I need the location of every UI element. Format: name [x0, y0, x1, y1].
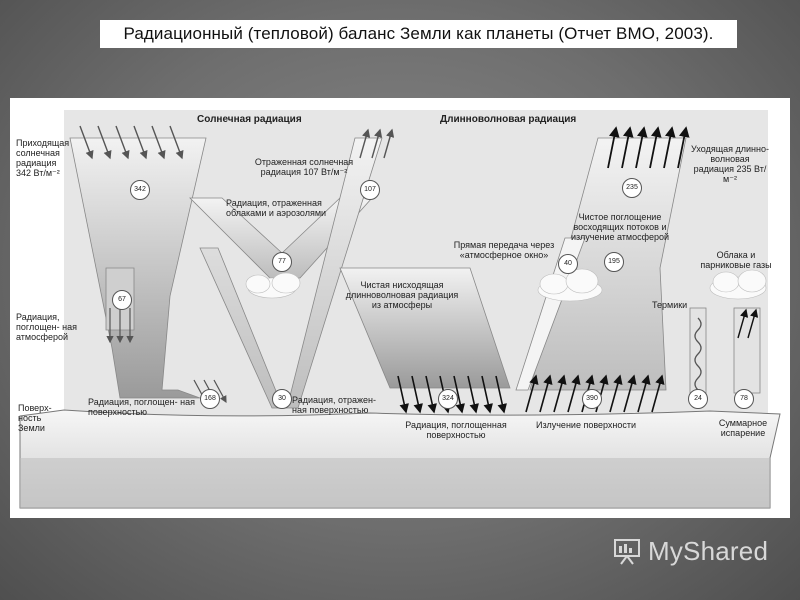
value-324: 324 [438, 389, 458, 409]
incoming-arrows [79, 125, 184, 160]
label-surface: Поверх- ность Земли [18, 403, 52, 433]
header-longwave: Длинноволновая радиация [440, 114, 577, 125]
value-168: 168 [200, 389, 220, 409]
brand-watermark: MyShared [612, 536, 768, 567]
value-195: 195 [604, 252, 624, 272]
absorbed-atm-arrows [106, 308, 134, 344]
label-reflected-surface: Радиация, отражен- ная поверхностью [292, 395, 376, 415]
value-390: 390 [582, 389, 602, 409]
value-30: 30 [272, 389, 292, 409]
value-67: 67 [112, 290, 132, 310]
label-outgoing-lw: Уходящая длинно- волновая радиация 235 В… [691, 144, 769, 184]
label-evapotranspiration: Суммарное испарение [718, 418, 768, 438]
label-absorbed-atm: Радиация, поглощен- ная атмосферой [16, 312, 77, 342]
label-reflected-clouds: Радиация, отраженная облаками и аэрозоля… [226, 198, 327, 218]
presentation-icon [614, 538, 640, 565]
title-box: Радиационный (тепловой) баланс Земли как… [100, 20, 737, 48]
page-title: Радиационный (тепловой) баланс Земли как… [123, 24, 714, 43]
label-reflected: Отраженная солнечная радиация 107 Вт/м⁻² [254, 157, 354, 177]
value-342: 342 [130, 180, 150, 200]
evapotranspiration-column [733, 307, 761, 394]
header-solar: Солнечная радиация [197, 114, 302, 125]
thermals-column [689, 307, 707, 394]
thermals-wave [694, 317, 702, 391]
label-net-absorption: Чистое поглощение восходящих потоков и и… [570, 212, 670, 242]
reflected-arrows [359, 128, 395, 159]
value-77: 77 [272, 252, 292, 272]
value-235: 235 [622, 178, 642, 198]
label-back-radiation: Чистая нисходящая длинноволновая радиаци… [345, 280, 459, 310]
earth-ground-side [20, 458, 770, 508]
incoming-solar-band [69, 137, 207, 399]
label-absorbed-surface: Радиация, поглощен- ная поверхностью [88, 397, 195, 417]
label-clouds-gases: Облака и парниковые газы [700, 250, 772, 270]
back-radiation-band [339, 267, 511, 389]
label-surface-emission: Излучение поверхности [536, 420, 637, 430]
value-78: 78 [734, 389, 754, 409]
label-incoming: Приходящая солнечная радиация 342 Вт/м⁻² [16, 138, 70, 178]
label-absorbed-surface-lw: Радиация, поглощенная поверхностью [405, 420, 507, 440]
diagram-graphics [19, 110, 781, 509]
outgoing-lw-arrows [607, 126, 690, 169]
evapotranspiration-arrows [737, 308, 759, 339]
label-window: Прямая передача через «атмосферное окно» [453, 240, 555, 260]
label-thermals: Термики [652, 300, 688, 310]
brand-text: MyShared [648, 536, 769, 566]
value-24: 24 [688, 389, 708, 409]
value-107: 107 [360, 180, 380, 200]
value-40: 40 [558, 254, 578, 274]
